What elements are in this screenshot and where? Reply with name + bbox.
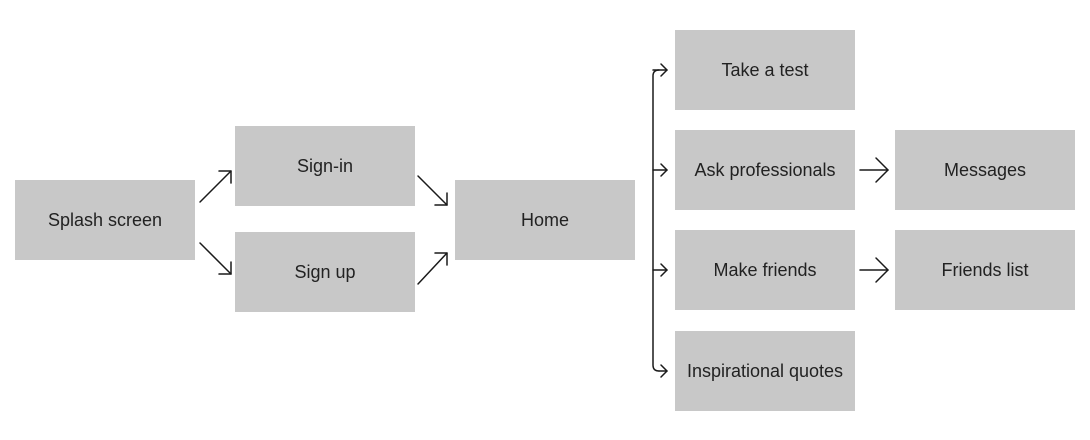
node-splash-screen: Splash screen	[15, 180, 195, 260]
node-ask-professionals: Ask professionals	[675, 130, 855, 210]
arrow-home-to-quotes	[658, 364, 668, 378]
arrow-signup-to-home	[417, 252, 448, 285]
node-sign-in: Sign-in	[235, 126, 415, 206]
node-inspirational-quotes: Inspirational quotes	[675, 331, 855, 411]
node-label: Make friends	[713, 259, 817, 280]
node-label: Friends list	[941, 259, 1029, 280]
node-label: Inspirational quotes	[686, 360, 844, 381]
node-label: Ask professionals	[694, 159, 836, 180]
node-label: Home	[520, 209, 569, 230]
node-label: Messages	[943, 159, 1027, 180]
arrow-splash-to-signin	[199, 170, 232, 203]
node-sign-up: Sign up	[235, 232, 415, 312]
arrow-home-to-friends	[652, 263, 668, 277]
arrow-signin-to-home	[417, 175, 448, 206]
node-take-a-test: Take a test	[675, 30, 855, 110]
node-label: Sign up	[294, 261, 356, 282]
node-label: Sign-in	[296, 155, 354, 176]
node-label: Splash screen	[47, 209, 163, 230]
arrow-splash-to-signup	[199, 242, 232, 275]
arrow-friends-to-list	[859, 257, 889, 283]
arrow-home-to-test	[652, 63, 668, 77]
node-messages: Messages	[895, 130, 1075, 210]
node-friends-list: Friends list	[895, 230, 1075, 310]
arrow-home-to-ask	[652, 163, 668, 177]
node-home: Home	[455, 180, 635, 260]
arrow-ask-to-messages	[859, 157, 889, 183]
node-label: Take a test	[721, 59, 809, 80]
node-make-friends: Make friends	[675, 230, 855, 310]
branch-trunk	[652, 69, 660, 372]
